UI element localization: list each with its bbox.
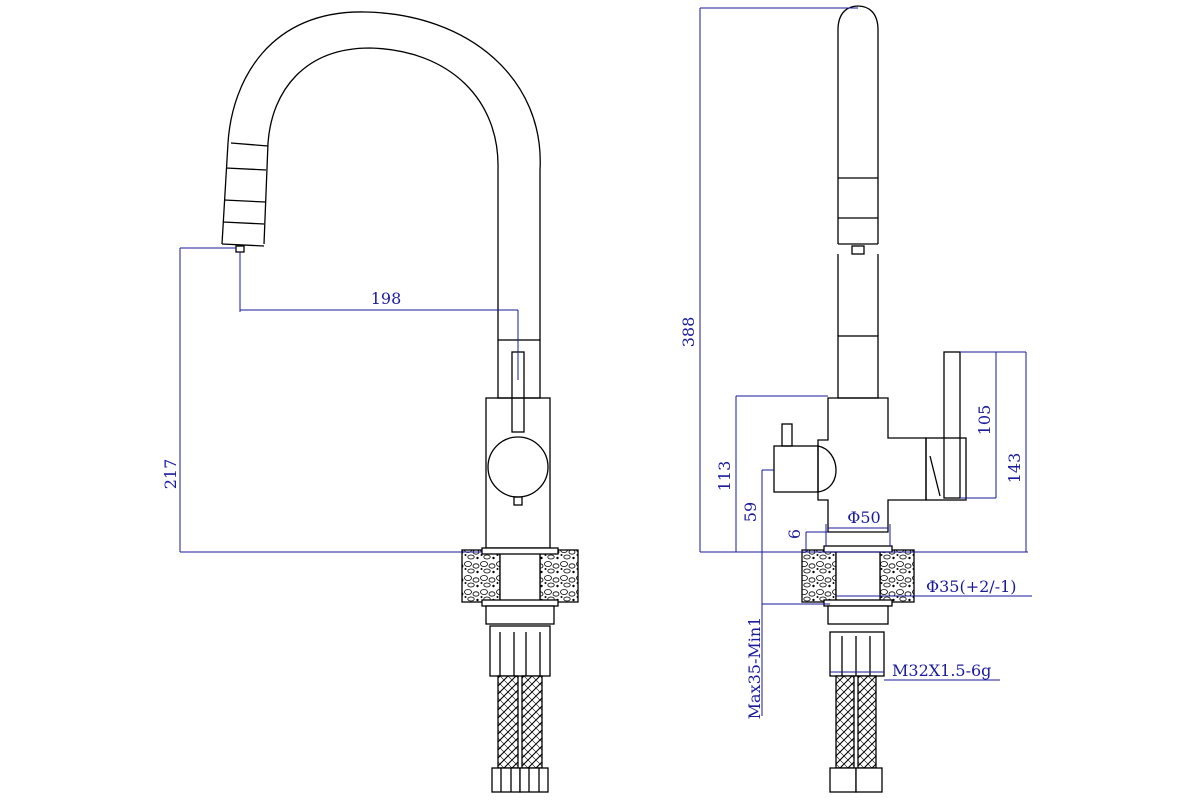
- front-view: [221, 11, 551, 549]
- dim-handle-height: 143: [1005, 453, 1024, 484]
- side-view: [773, 5, 967, 533]
- spout-inner: [263, 47, 499, 340]
- dim-handle-length: 105: [975, 405, 994, 436]
- side-base: [801, 545, 915, 793]
- body: [485, 397, 551, 549]
- spout-ring: [223, 199, 266, 203]
- dim-thread: M32X1.5-6g: [892, 661, 991, 680]
- side-handle: [943, 351, 961, 499]
- dim-spout-reach: 198: [371, 289, 402, 308]
- side-dimensions: [699, 7, 1032, 716]
- front-dimensions: [179, 247, 519, 553]
- spout-ring: [230, 142, 269, 147]
- dim-total-height: 388: [679, 317, 698, 348]
- dim-body-height: 113: [715, 461, 734, 492]
- side-knob: [773, 445, 819, 493]
- side-spout: [837, 5, 879, 244]
- dim-base-gap: 6: [785, 529, 804, 539]
- spout-tip: [221, 243, 265, 247]
- dim-spout-height: 217: [161, 459, 180, 490]
- neck: [497, 339, 541, 399]
- handle-knob: [487, 436, 549, 498]
- front-base: [461, 547, 579, 793]
- spout-outlet: [235, 245, 245, 253]
- side-neck: [837, 335, 879, 399]
- handle-stem: [513, 496, 523, 506]
- dim-base-diameter: Φ50: [847, 508, 880, 527]
- side-body: [817, 397, 927, 533]
- spout-outer: [221, 11, 541, 340]
- dim-knob-height: 59: [741, 502, 760, 522]
- dim-hole-diameter: Φ35(+2/-1): [926, 577, 1017, 596]
- spout-ring: [222, 221, 265, 225]
- dim-deck-thickness: Max35-Min1: [745, 617, 764, 720]
- spout-ring: [225, 167, 267, 171]
